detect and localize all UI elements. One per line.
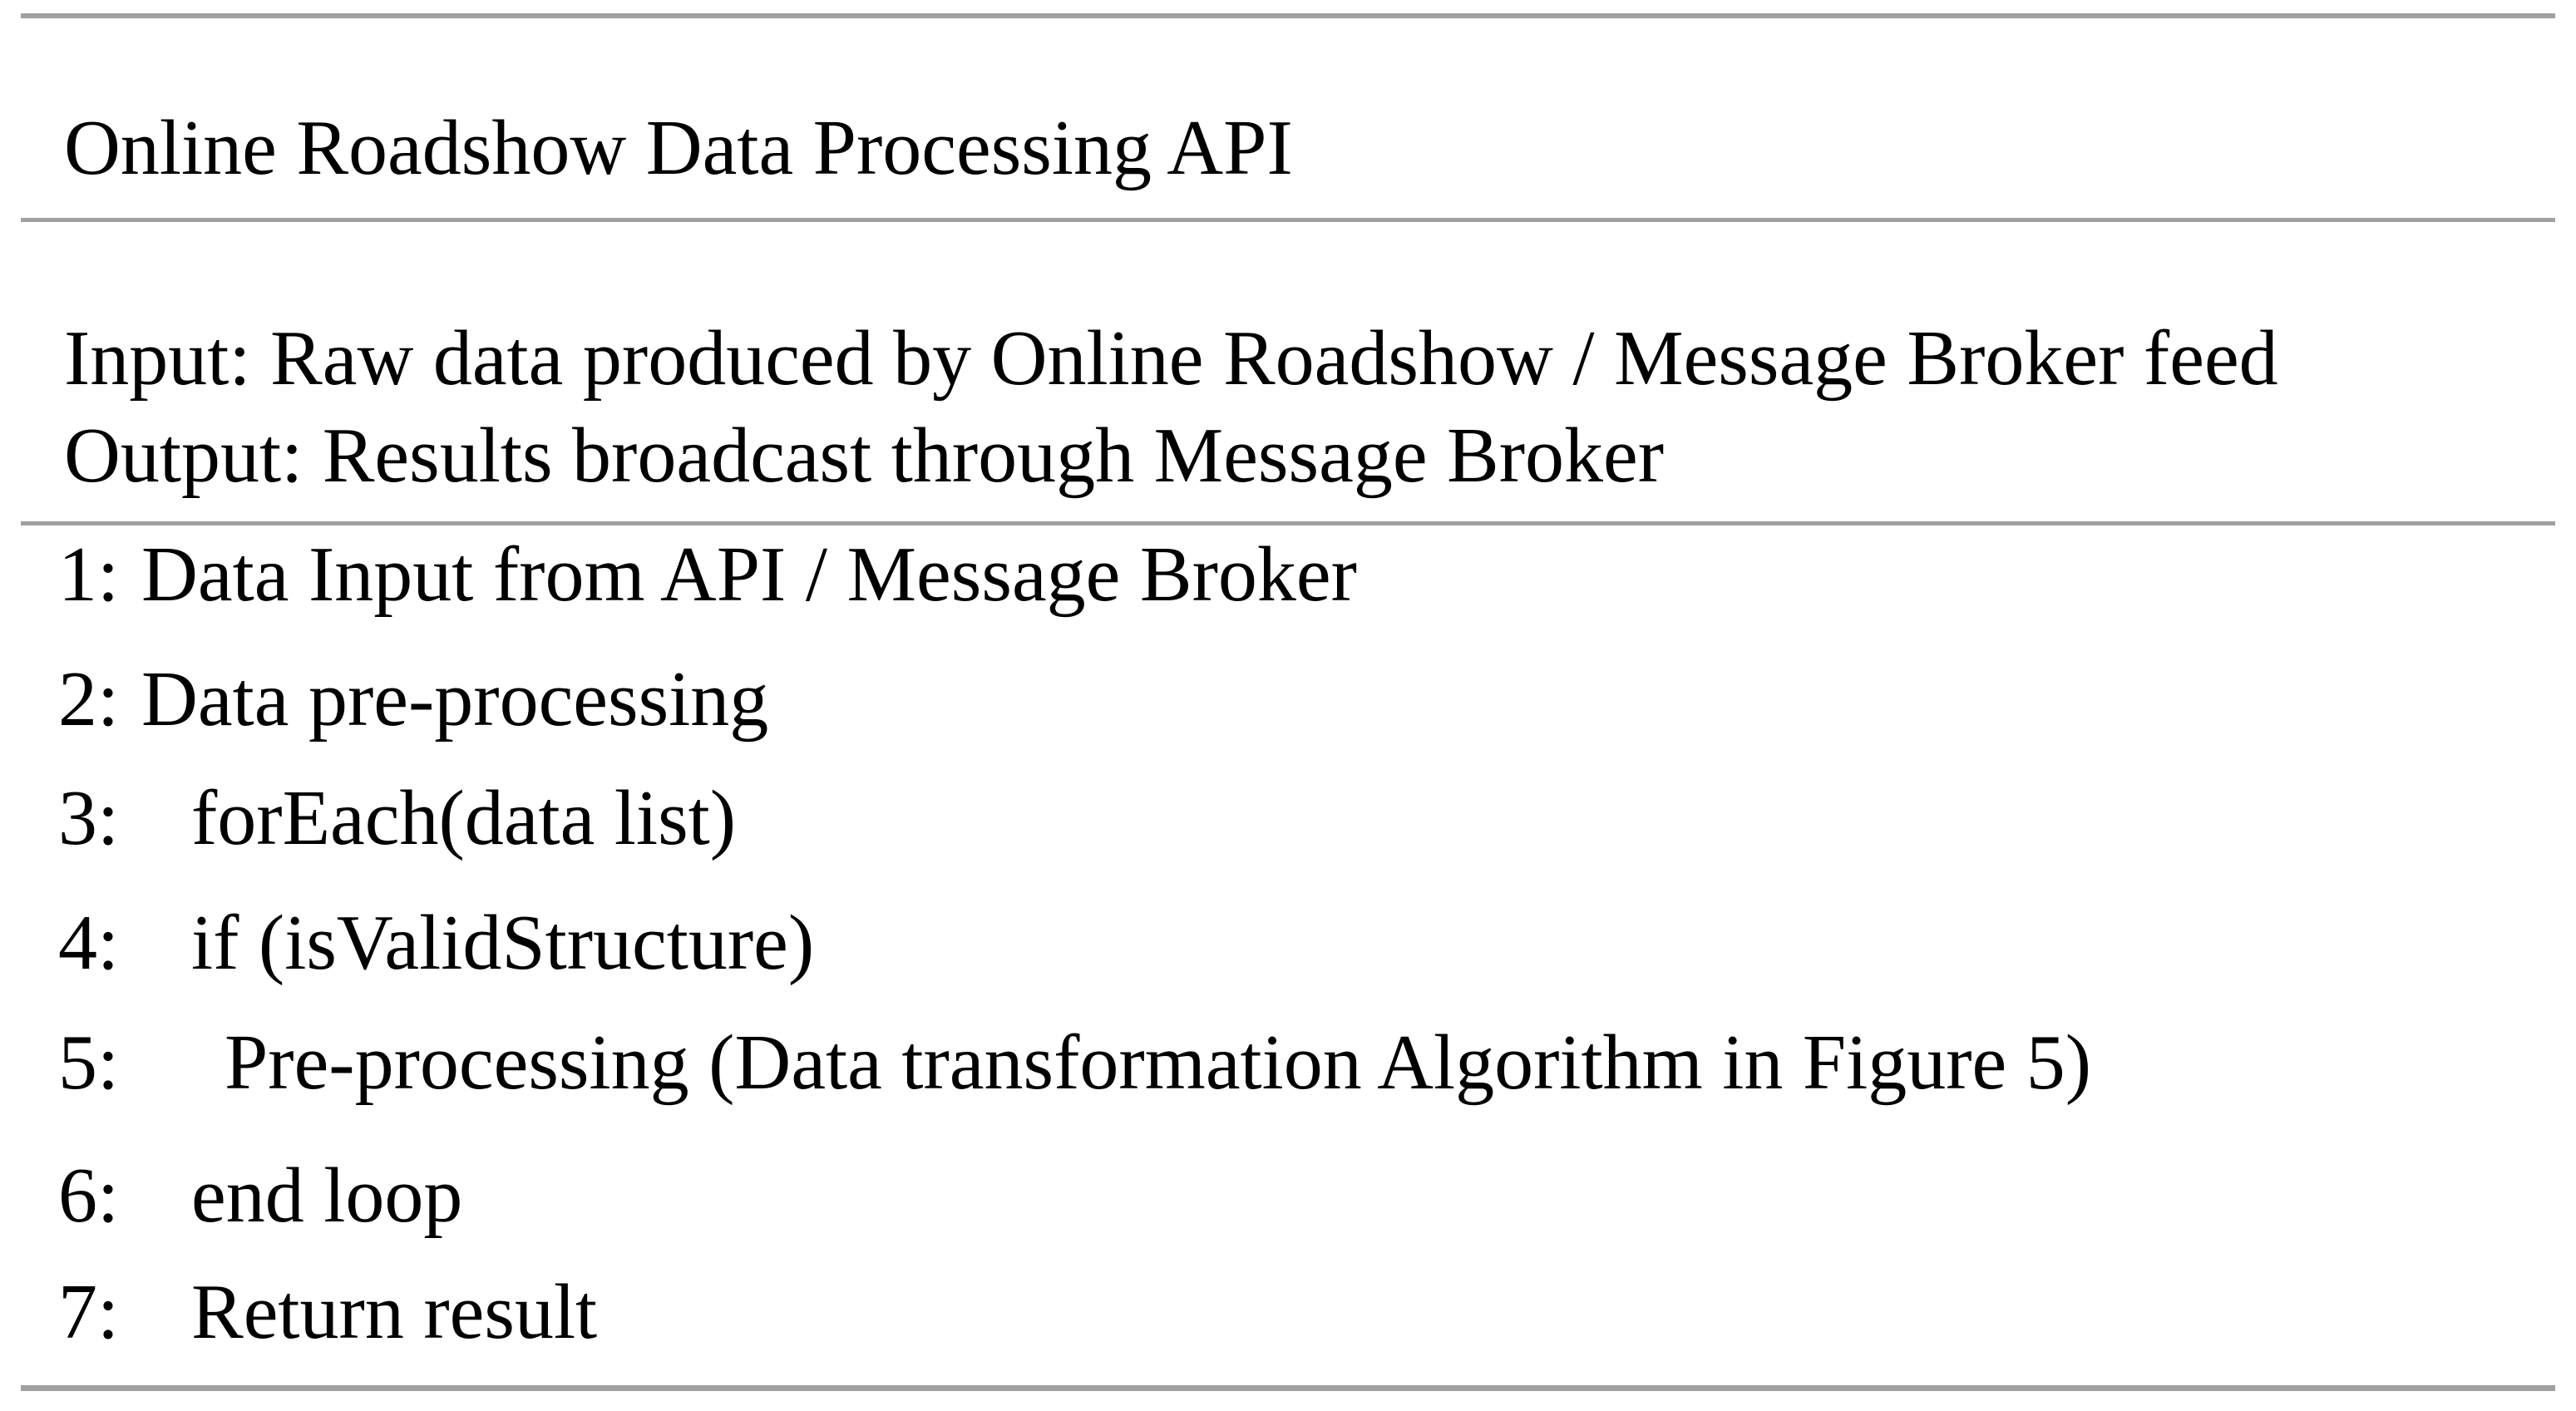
step-number: 3:: [58, 775, 120, 861]
algorithm-step-4: 4: if (isValidStructure): [58, 904, 814, 982]
algorithm-step-6: 6: end loop: [58, 1157, 462, 1235]
step-number: 7:: [58, 1269, 120, 1355]
step-text: forEach(data list): [191, 775, 737, 861]
step-text: Pre-processing (Data transformation Algo…: [225, 1019, 2092, 1106]
algorithm-input-line: Input: Raw data produced by Online Roads…: [64, 315, 2278, 402]
step-text: if (isValidStructure): [191, 900, 815, 986]
algorithm-output-line: Output: Results broadcast through Messag…: [64, 412, 1665, 499]
algorithm-step-7: 7: Return result: [58, 1273, 597, 1351]
algorithm-step-2: 2: Data pre-processing: [58, 660, 768, 738]
step-number: 6:: [58, 1152, 120, 1239]
step-number: 5:: [58, 1019, 120, 1106]
algorithm-step-5: 5: Pre-processing (Data transformation A…: [58, 1024, 2091, 1102]
algorithm-step-1: 1: Data Input from API / Message Broker: [58, 535, 1357, 614]
step-number: 4:: [58, 900, 120, 986]
algorithm-step-3: 3: forEach(data list): [58, 779, 736, 857]
table-rule-top: [21, 13, 2555, 18]
table-rule-bottom: [21, 1385, 2555, 1391]
step-number: 2:: [58, 656, 120, 743]
algorithm-title: Online Roadshow Data Processing API: [64, 105, 1293, 191]
step-number: 1:: [58, 531, 120, 618]
step-text: Data pre-processing: [141, 656, 769, 743]
table-rule-below-header: [21, 521, 2555, 525]
step-text: end loop: [191, 1152, 463, 1239]
step-text: Return result: [191, 1269, 598, 1355]
table-rule-below-title: [21, 218, 2555, 222]
step-text: Data Input from API / Message Broker: [141, 531, 1357, 618]
